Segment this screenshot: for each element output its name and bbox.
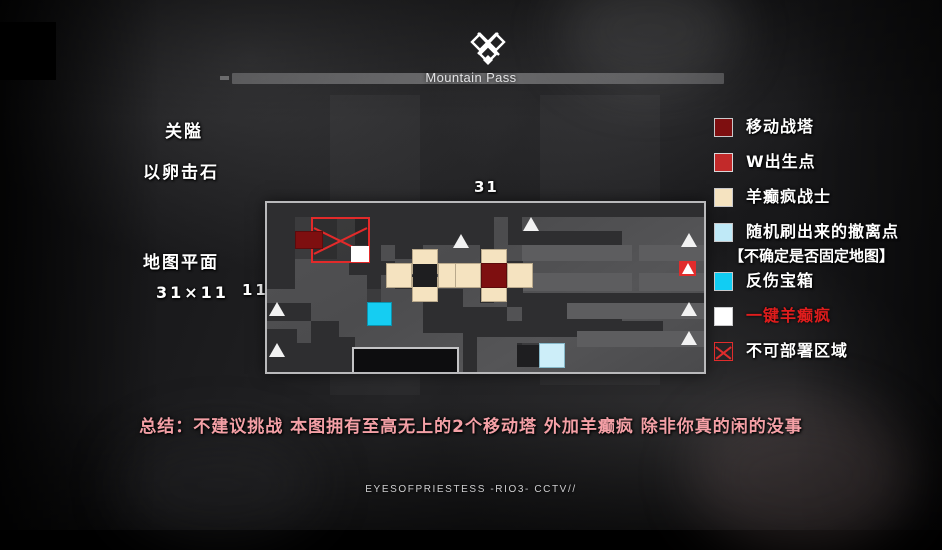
warning-triangle-icon [523, 217, 539, 231]
legend-item-reflect-chest: 反伤宝箱 [714, 271, 814, 291]
warning-triangle-icon [453, 234, 469, 248]
map-hiwall [639, 273, 704, 291]
map-wall [522, 231, 622, 245]
map-wall [494, 203, 550, 217]
map-wall [508, 217, 522, 245]
map-wall [267, 203, 295, 289]
legend-swatch-epileptic-warrior [714, 188, 733, 207]
epileptic-warrior-tile [386, 263, 412, 288]
map-wall [550, 203, 704, 217]
legend-swatch-random-evac [714, 223, 733, 242]
stage-name-label: 关隘 [165, 122, 203, 142]
cluster-center-tile [413, 264, 437, 287]
map-hiwall [592, 245, 632, 261]
map-canvas [267, 203, 704, 372]
mountain-pass-emblem-icon [470, 32, 506, 65]
legend-item-epileptic-warrior: 羊癫疯战士 [714, 187, 831, 207]
map-wall [311, 321, 339, 337]
map-wall [311, 337, 355, 372]
map-wall [295, 203, 355, 217]
warning-triangle-icon [681, 263, 694, 274]
map-plan-label: 地图平面 [143, 253, 219, 273]
map-wall [463, 337, 477, 372]
legend-sub-note: 【不确定是否固定地图】 [729, 247, 895, 265]
random-evac-tile [539, 343, 565, 368]
map-dimensions-label: 31×11 [156, 283, 229, 302]
map-hiwall [577, 331, 704, 347]
legend-swatch-reflect-chest [714, 272, 733, 291]
map-hiwall [567, 303, 704, 319]
warning-triangle-icon [269, 302, 285, 316]
spawn-point-tile [295, 231, 323, 249]
map-notch [352, 347, 459, 372]
legend-label: 一键羊癫疯 [746, 306, 832, 325]
legend-label: W出生点 [746, 152, 816, 171]
warning-triangle-icon [681, 302, 697, 316]
legend-item-one-key-epilepsy: 一键羊癫疯 [714, 306, 831, 326]
legend-label: 不可部署区域 [746, 341, 849, 360]
map-cols-label: 31 [474, 178, 499, 196]
battle-map[interactable] [265, 201, 706, 374]
difficulty-note-label: 以卵击石 [143, 163, 219, 183]
map-hiwall [592, 273, 632, 291]
map-wall [463, 307, 507, 321]
reflect-chest-tile [367, 302, 392, 326]
legend-item-random-evac: 随机刷出来的撤离点 [714, 222, 899, 242]
map-wall [267, 329, 297, 343]
map-rows-label: 11 [242, 281, 269, 299]
warning-triangle-icon [269, 343, 285, 357]
map-wall [349, 261, 395, 275]
dark-pad-tile [517, 345, 539, 367]
header: Mountain Pass [0, 0, 942, 95]
legend-label: 羊癫疯战士 [746, 187, 832, 206]
legend-label: 随机刷出来的撤离点 [746, 222, 900, 241]
epileptic-warrior-tile [455, 263, 481, 288]
legend-swatch-no-deploy-icon [714, 342, 733, 361]
map-hiwall [522, 245, 604, 261]
legend-item-no-deploy: 不可部署区域 [714, 341, 848, 361]
epileptic-warrior-tile [507, 263, 533, 288]
legend-label: 移动战塔 [746, 117, 815, 136]
mobile-tower-tile [481, 263, 507, 288]
legend-swatch-spawn-point [714, 153, 733, 172]
footer-watermark: EYESOFPRIESTESS -RIO3- CCTV// [365, 484, 577, 495]
legend-item-spawn-point: W出生点 [714, 152, 816, 172]
map-hiwall [522, 273, 604, 291]
title-progress-bar [220, 73, 724, 84]
legend-item-mobile-tower: 移动战塔 [714, 117, 814, 137]
legend-swatch-one-key-epilepsy [714, 307, 733, 326]
corner-black-patch [0, 22, 56, 80]
legend-swatch-mobile-tower [714, 118, 733, 137]
map-hiwall [639, 245, 704, 261]
warning-triangle-icon [681, 233, 697, 247]
white-marker-tile [351, 246, 369, 262]
warning-triangle-icon [681, 331, 697, 345]
map-lowwall [367, 289, 381, 303]
legend-label: 反伤宝箱 [746, 271, 815, 290]
map-title: Mountain Pass [425, 70, 517, 85]
red-warning-marker [679, 261, 696, 276]
summary-text: 总结：不建议挑战 本图拥有至高无上的2个移动塔 外加羊癫疯 除非你真的闲的没事 [139, 417, 803, 437]
